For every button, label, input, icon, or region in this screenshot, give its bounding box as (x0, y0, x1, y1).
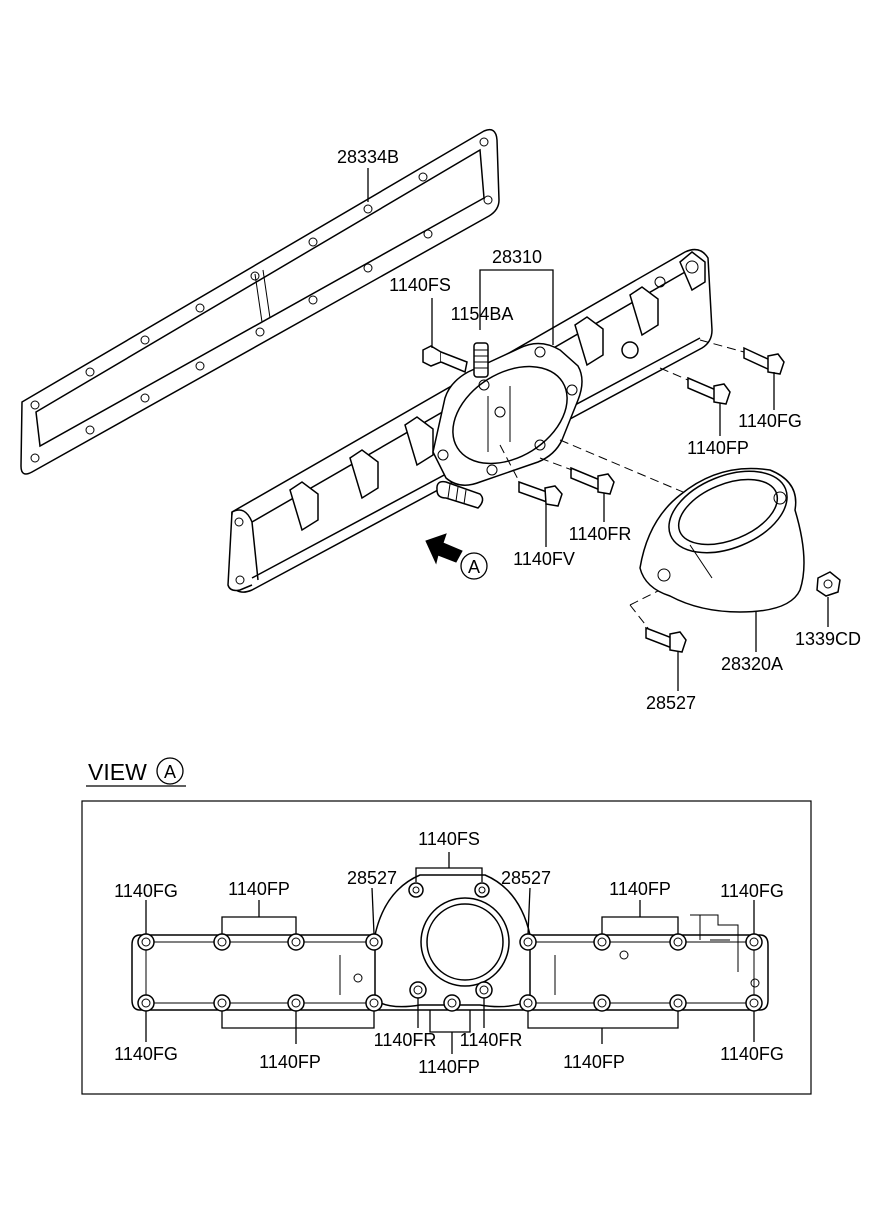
bolt-1140fr (570, 466, 615, 495)
view-a-label-1140fs: 1140FS (418, 829, 480, 849)
flange-gasket (432, 342, 583, 486)
view-a-label-1140fp-bc: 1140FP (418, 1057, 480, 1077)
view-a-leaders (145, 852, 755, 1054)
view-a-label-28527-l: 28527 (347, 868, 397, 888)
label-28320a: 28320A (721, 654, 783, 674)
view-a-label-1140fg-tr: 1140FG (720, 881, 784, 901)
bolt-1140fg (743, 346, 785, 375)
label-1140fg-main: 1140FG (738, 411, 802, 431)
view-a-bolt-heads (137, 882, 763, 1012)
view-a-label-1140fr-r: 1140FR (460, 1030, 523, 1050)
bolt-1140fp (687, 376, 731, 405)
view-a-label-1140fp-tr: 1140FP (609, 879, 671, 899)
label-1140fp-main: 1140FP (687, 438, 749, 458)
label-28334b: 28334B (337, 147, 399, 167)
gasket-28334b (20, 128, 500, 475)
view-a-label-1140fr-l: 1140FR (374, 1030, 437, 1050)
view-a-label-1140fg-tl: 1140FG (114, 881, 178, 901)
nut-1339cd (816, 571, 841, 597)
view-a-label-1140fp-bl: 1140FP (259, 1052, 321, 1072)
stud-lower (436, 480, 484, 509)
view-a-label-1140fg-bl: 1140FG (114, 1044, 178, 1064)
elbow-28320a (639, 467, 805, 613)
label-1140fr-main: 1140FR (569, 524, 632, 544)
stud-1154ba (473, 342, 489, 378)
view-a-label-1140fg-br: 1140FG (720, 1044, 784, 1064)
view-a-title: VIEW (88, 759, 147, 785)
view-a-arrow (425, 533, 463, 565)
label-1154ba: 1154BA (451, 304, 514, 324)
label-28527-main: 28527 (646, 693, 696, 713)
bolt-1140fv (518, 480, 563, 507)
label-1140fs: 1140FS (389, 275, 451, 295)
label-1140fv-main: 1140FV (513, 549, 575, 569)
svg-text:A: A (468, 557, 480, 577)
label-28310: 28310 (492, 247, 542, 267)
view-a-label-1140fp-br: 1140FP (563, 1052, 625, 1072)
view-a-marker-title: A (156, 757, 184, 785)
view-a-label-1140fp-tl: 1140FP (228, 879, 290, 899)
bolt-28527 (645, 626, 687, 653)
view-a-label-28527-r: 28527 (501, 868, 551, 888)
svg-text:A: A (164, 762, 176, 782)
view-a-marker-main: A (460, 552, 488, 580)
bolt-1140fs (422, 345, 468, 374)
label-1339cd: 1339CD (795, 629, 861, 649)
view-a-frame (81, 800, 812, 1095)
